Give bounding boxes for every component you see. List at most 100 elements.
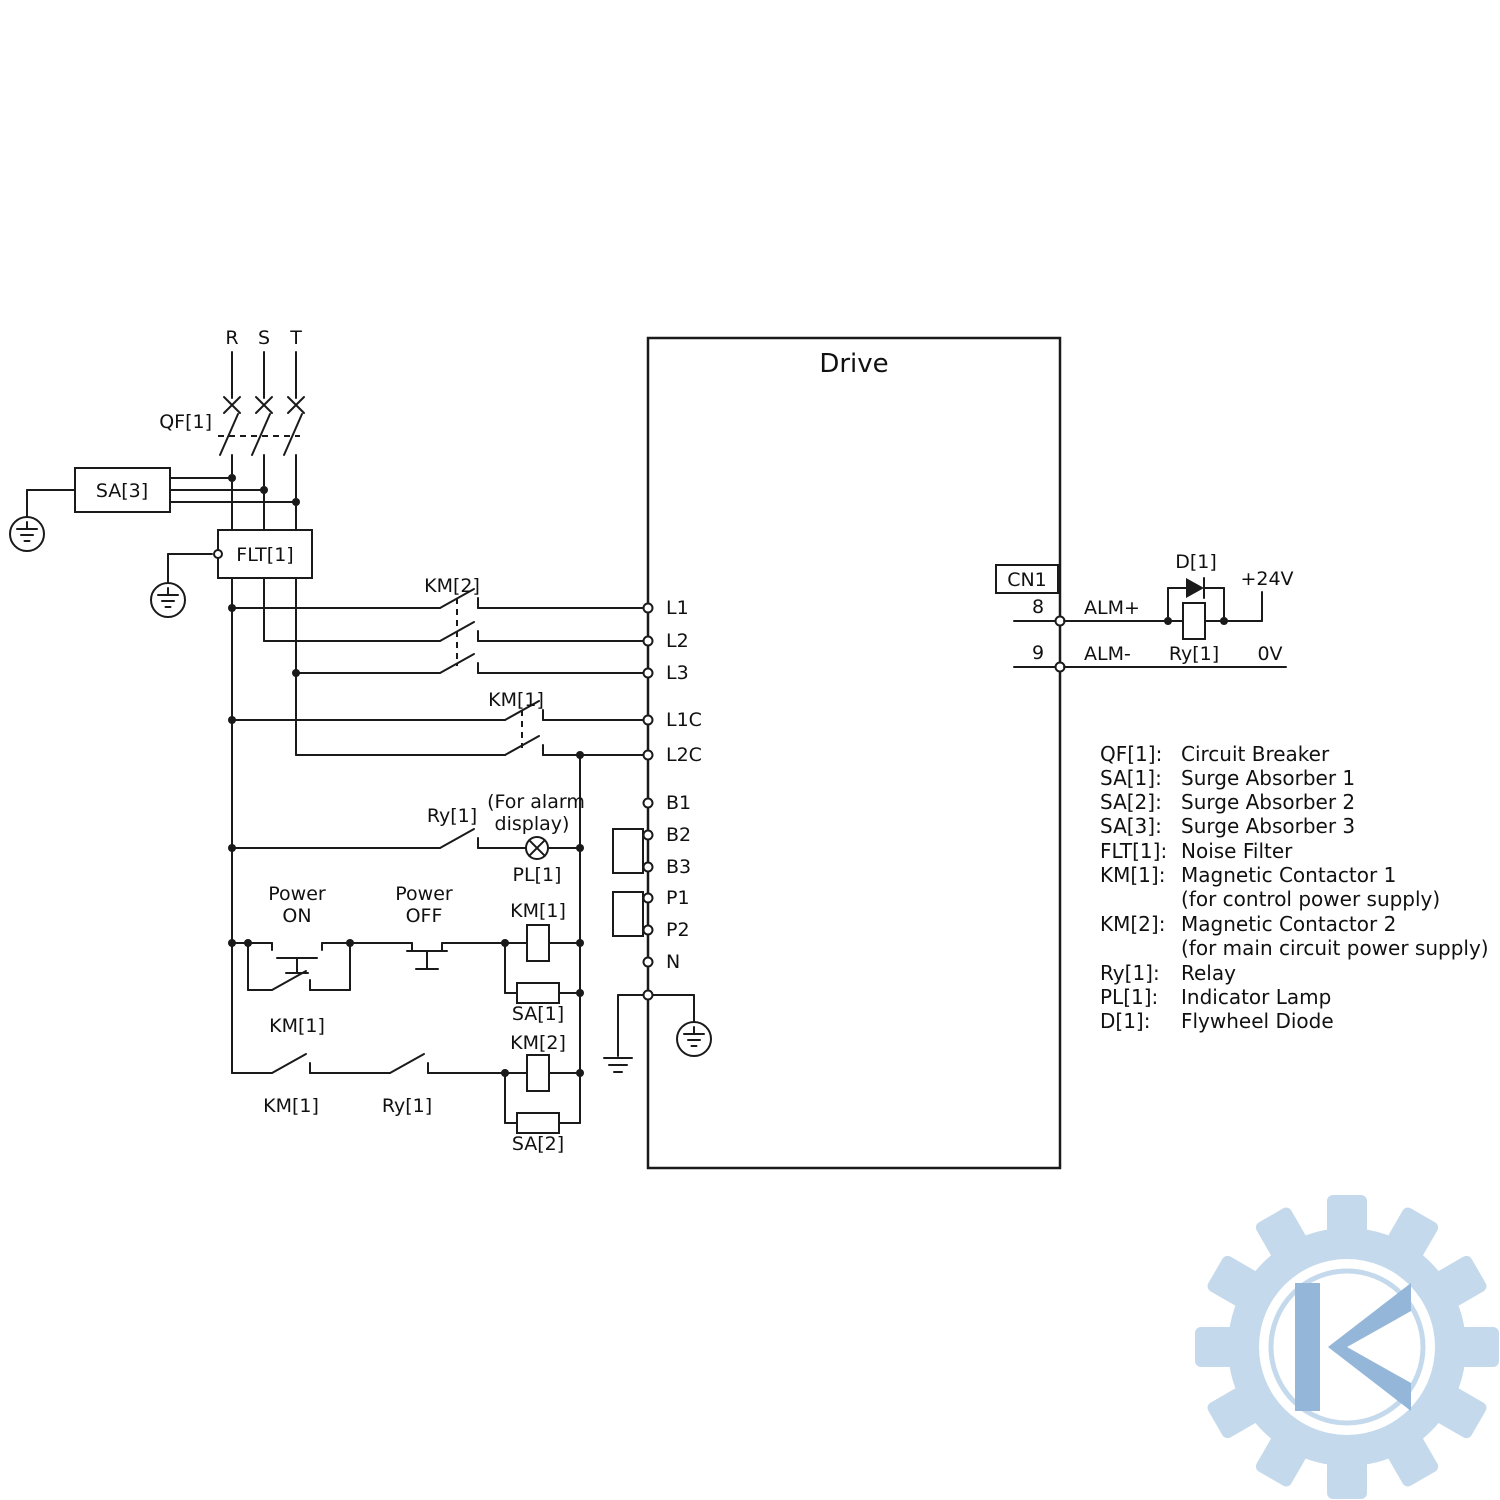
power-on-label-line2: ON <box>282 905 311 927</box>
watermark-gear-logo-icon <box>1195 1195 1499 1499</box>
noise-filter-box <box>217 529 313 579</box>
km2-contact-l3 <box>439 653 479 674</box>
legend-key: SA[3]: <box>1100 814 1162 838</box>
terminal-label-l1: L1 <box>666 597 689 619</box>
chassis-ground-icon <box>603 1057 633 1073</box>
pin8-number: 8 <box>1032 596 1044 618</box>
surge-absorber-1-box <box>516 982 560 1004</box>
terminal-label-p2: P2 <box>666 919 690 941</box>
legend-desc: Relay <box>1181 961 1236 985</box>
surge-absorber-2-label: SA[2] <box>512 1133 564 1155</box>
alarm-note-line1: (For alarm <box>487 791 585 813</box>
legend-desc: (for control power supply) <box>1181 887 1440 911</box>
legend-desc: Noise Filter <box>1181 839 1293 863</box>
terminal-label-n: N <box>666 951 680 973</box>
phase-label-r: R <box>225 327 238 349</box>
alarm-relay-circuit <box>1063 577 1287 668</box>
surge-absorber-3 <box>9 467 297 552</box>
alarm-note-line2: display) <box>495 813 570 835</box>
cn1-connector-label: CN1 <box>1007 569 1047 591</box>
drive-title: Drive <box>819 349 888 379</box>
earth-ground-icon <box>676 1021 712 1057</box>
ry1-alarm-contact-label: Ry[1] <box>427 805 477 827</box>
legend-desc: Flywheel Diode <box>1181 1009 1334 1033</box>
v-plus-label: +24V <box>1240 568 1293 590</box>
legend-key: SA[2]: <box>1100 790 1162 814</box>
jumper-b2-b3 <box>612 828 644 874</box>
surge-absorber-3-box <box>74 467 171 513</box>
pin9-number: 9 <box>1032 642 1044 664</box>
legend-desc: Surge Absorber 1 <box>1181 766 1355 790</box>
filter-ground-terminal <box>213 549 223 559</box>
surge-absorber-3-label: SA[3] <box>96 480 148 502</box>
pin9-label: ALM- <box>1084 643 1131 665</box>
terminal-label-l3: L3 <box>666 662 689 684</box>
junction-dots <box>228 474 1228 1077</box>
legend-desc: Surge Absorber 2 <box>1181 790 1355 814</box>
sequence-circuit <box>231 754 581 1134</box>
earth-ground-icon <box>150 582 186 618</box>
terminal-label-l2: L2 <box>666 630 689 652</box>
control-power-rows <box>231 700 645 756</box>
cn1-connector-box <box>995 564 1059 594</box>
legend-key: FLT[1]: <box>1100 839 1167 863</box>
power-off-label-line1: Power <box>395 883 453 905</box>
km1-coil-label: KM[1] <box>510 900 566 922</box>
legend-key: QF[1]: <box>1100 742 1162 766</box>
legend-desc: Magnetic Contactor 1 <box>1181 863 1396 887</box>
km1-coil <box>526 924 550 962</box>
terminal-label-l2c: L2C <box>666 744 702 766</box>
relay-coil-label: Ry[1] <box>1169 643 1219 665</box>
terminal-label-b3: B3 <box>666 856 691 878</box>
km1-ctrl-contact-label: KM[1] <box>488 689 544 711</box>
earth-ground-icon <box>9 516 45 552</box>
pin8-label: ALM+ <box>1084 597 1140 619</box>
terminal-label-b1: B1 <box>666 792 691 814</box>
ry1-relay-coil <box>1182 602 1206 640</box>
km2-coil-label: KM[2] <box>510 1032 566 1054</box>
diode-label: D[1] <box>1175 551 1217 573</box>
legend-key: Ry[1]: <box>1100 961 1160 985</box>
km1-holding-contact-label: KM[1] <box>269 1015 325 1037</box>
surge-absorber-2-box <box>516 1112 560 1134</box>
indicator-lamp-label: PL[1] <box>513 864 562 886</box>
phase-label-s: S <box>258 327 270 349</box>
legend-key: KM[2]: <box>1100 912 1165 936</box>
legend-key: PL[1]: <box>1100 985 1158 1009</box>
terminal-label-p1: P1 <box>666 887 690 909</box>
surge-absorber-1-label: SA[1] <box>512 1003 564 1025</box>
legend-desc: (for main circuit power supply) <box>1181 936 1489 960</box>
legend: QF[1]: Circuit Breaker SA[1]: Surge Abso… <box>1100 742 1489 1033</box>
noise-filter <box>150 529 313 618</box>
legend-key: SA[1]: <box>1100 766 1162 790</box>
v-zero-label: 0V <box>1257 643 1282 665</box>
ry1-aux-contact-label: Ry[1] <box>382 1095 432 1117</box>
phase-label-t: T <box>289 327 302 349</box>
noise-filter-label: FLT[1] <box>236 544 293 566</box>
km1-aux-contact <box>271 1053 311 1074</box>
ry1-alarm-contact <box>439 828 479 849</box>
legend-key: KM[1]: <box>1100 863 1165 887</box>
drive-unit <box>603 336 1066 1170</box>
diode-icon <box>1186 578 1204 598</box>
km1-contact-l2c <box>504 735 544 756</box>
km1-aux-contact-label: KM[1] <box>263 1095 319 1117</box>
legend-desc: Surge Absorber 3 <box>1181 814 1355 838</box>
legend-desc: Circuit Breaker <box>1181 742 1330 766</box>
power-off-label-line2: OFF <box>406 905 443 927</box>
legend-key: D[1]: <box>1100 1009 1150 1033</box>
terminal-label-b2: B2 <box>666 824 691 846</box>
legend-desc: Indicator Lamp <box>1181 985 1331 1009</box>
jumper-p1-p2 <box>612 891 644 937</box>
power-on-label-line1: Power <box>268 883 326 905</box>
km2-coil <box>526 1054 550 1092</box>
legend-desc: Magnetic Contactor 2 <box>1181 912 1396 936</box>
ry1-aux-contact <box>389 1053 429 1074</box>
main-circuit-rows <box>231 588 645 674</box>
drive-terminal-circles <box>642 602 1066 1001</box>
breaker-label: QF[1] <box>159 411 212 433</box>
km2-contact-l2 <box>439 621 479 642</box>
diagram-labels: R S T QF[1] SA[3] FLT[1] KM[2] KM[1] Ry[… <box>96 327 1294 1155</box>
